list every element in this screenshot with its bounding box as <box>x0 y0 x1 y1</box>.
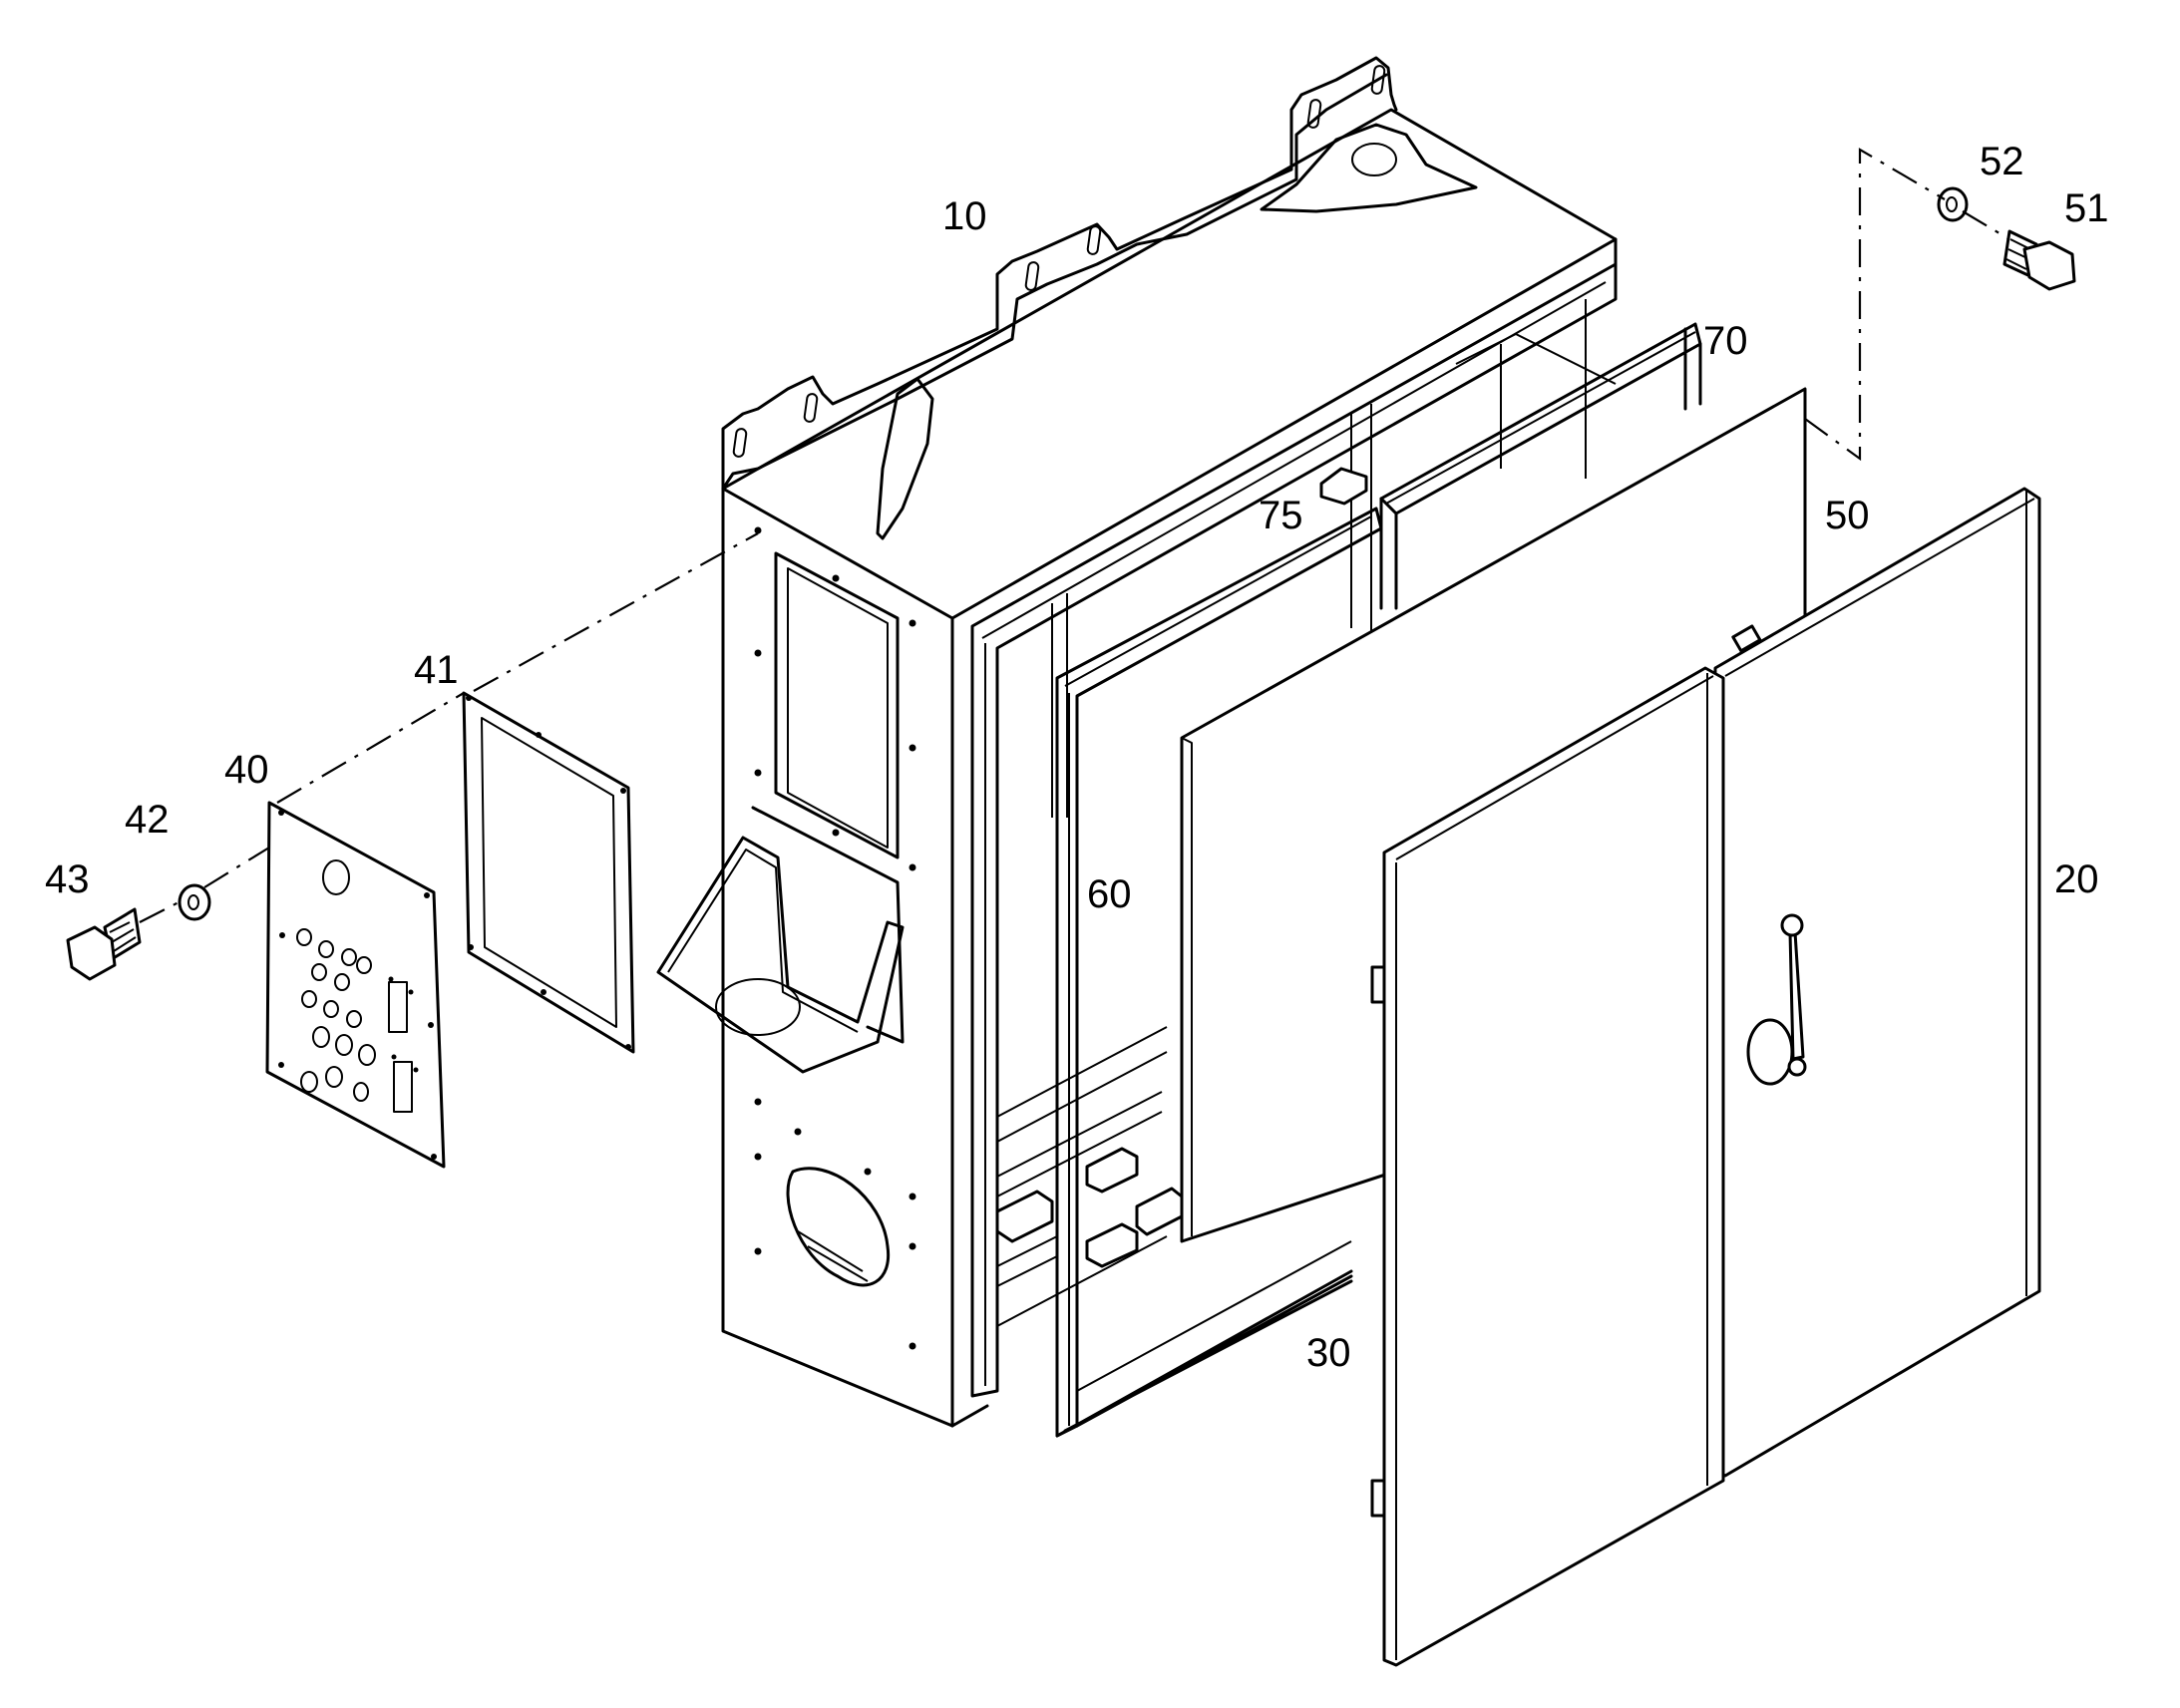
gland-plate-40 <box>265 801 446 1169</box>
bolt-43 <box>66 907 142 981</box>
callout-30: 30 <box>1306 1331 1351 1375</box>
callout-70: 70 <box>1703 319 1748 363</box>
washer-42 <box>178 883 211 921</box>
callout-43: 43 <box>45 857 90 901</box>
callout-20: 20 <box>2054 857 2099 901</box>
callout-60: 60 <box>1087 872 1132 916</box>
callout-40: 40 <box>224 748 269 792</box>
bolt-51 <box>2002 229 2076 291</box>
callout-50: 50 <box>1825 494 1870 537</box>
callout-10: 10 <box>942 194 987 238</box>
callout-labels: 10 20 30 40 41 42 43 50 51 52 60 70 75 <box>45 140 2109 1375</box>
gland-gasket-41 <box>462 691 635 1054</box>
callout-75: 75 <box>1259 494 1303 537</box>
door-assembly-20 <box>1370 487 2041 1667</box>
frame-60 <box>1055 507 1383 1438</box>
assembly-centerlines <box>139 148 2010 923</box>
callout-51: 51 <box>2064 186 2109 230</box>
callout-41: 41 <box>414 648 459 692</box>
washer-52 <box>1937 186 1969 222</box>
callout-42: 42 <box>125 798 170 842</box>
callout-52: 52 <box>1980 140 2024 183</box>
gasket-70 <box>1379 322 1702 610</box>
